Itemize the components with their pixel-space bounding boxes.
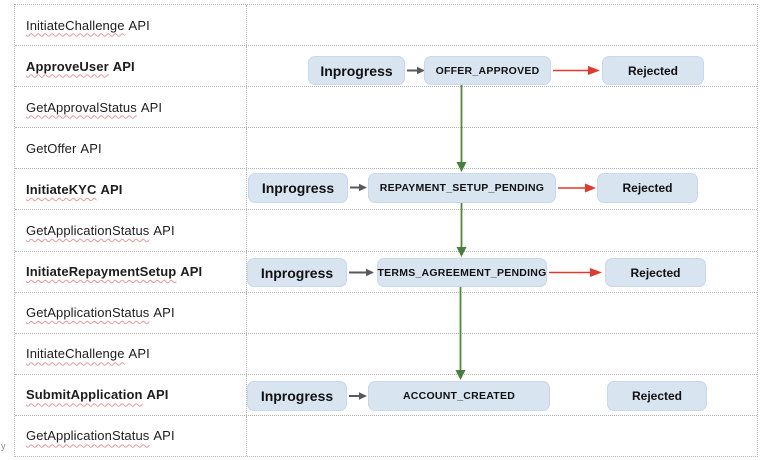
flow-cell[interactable] — [247, 416, 757, 456]
flow-node-rejected[interactable]: Rejected — [607, 381, 707, 411]
flow-node-state[interactable]: REPAYMENT_SETUP_PENDING — [368, 173, 556, 203]
flow-node-state[interactable]: OFFER_APPROVED — [424, 56, 551, 85]
flow-node-state[interactable]: ACCOUNT_CREATED — [368, 381, 550, 411]
flow-node-inprogress[interactable]: Inprogress — [308, 56, 405, 85]
flow-node-rejected[interactable]: Rejected — [602, 56, 704, 85]
flow-cell[interactable] — [247, 128, 757, 168]
flow-cell[interactable] — [247, 87, 757, 127]
clipped-text: y — [1, 441, 6, 451]
flow-node-state[interactable]: TERMS_AGREEMENT_PENDING — [377, 258, 547, 287]
flow-cell[interactable] — [247, 334, 757, 374]
flow-node-inprogress[interactable]: Inprogress — [248, 173, 348, 203]
flow-node-inprogress[interactable]: Inprogress — [247, 381, 347, 411]
flow-node-rejected[interactable]: Rejected — [597, 173, 698, 203]
flow-cell[interactable] — [247, 293, 757, 333]
flow-node-rejected[interactable]: Rejected — [605, 258, 706, 287]
flow-cell[interactable] — [247, 5, 757, 45]
flow-cell[interactable] — [247, 210, 757, 250]
flow-node-inprogress[interactable]: Inprogress — [247, 258, 347, 287]
